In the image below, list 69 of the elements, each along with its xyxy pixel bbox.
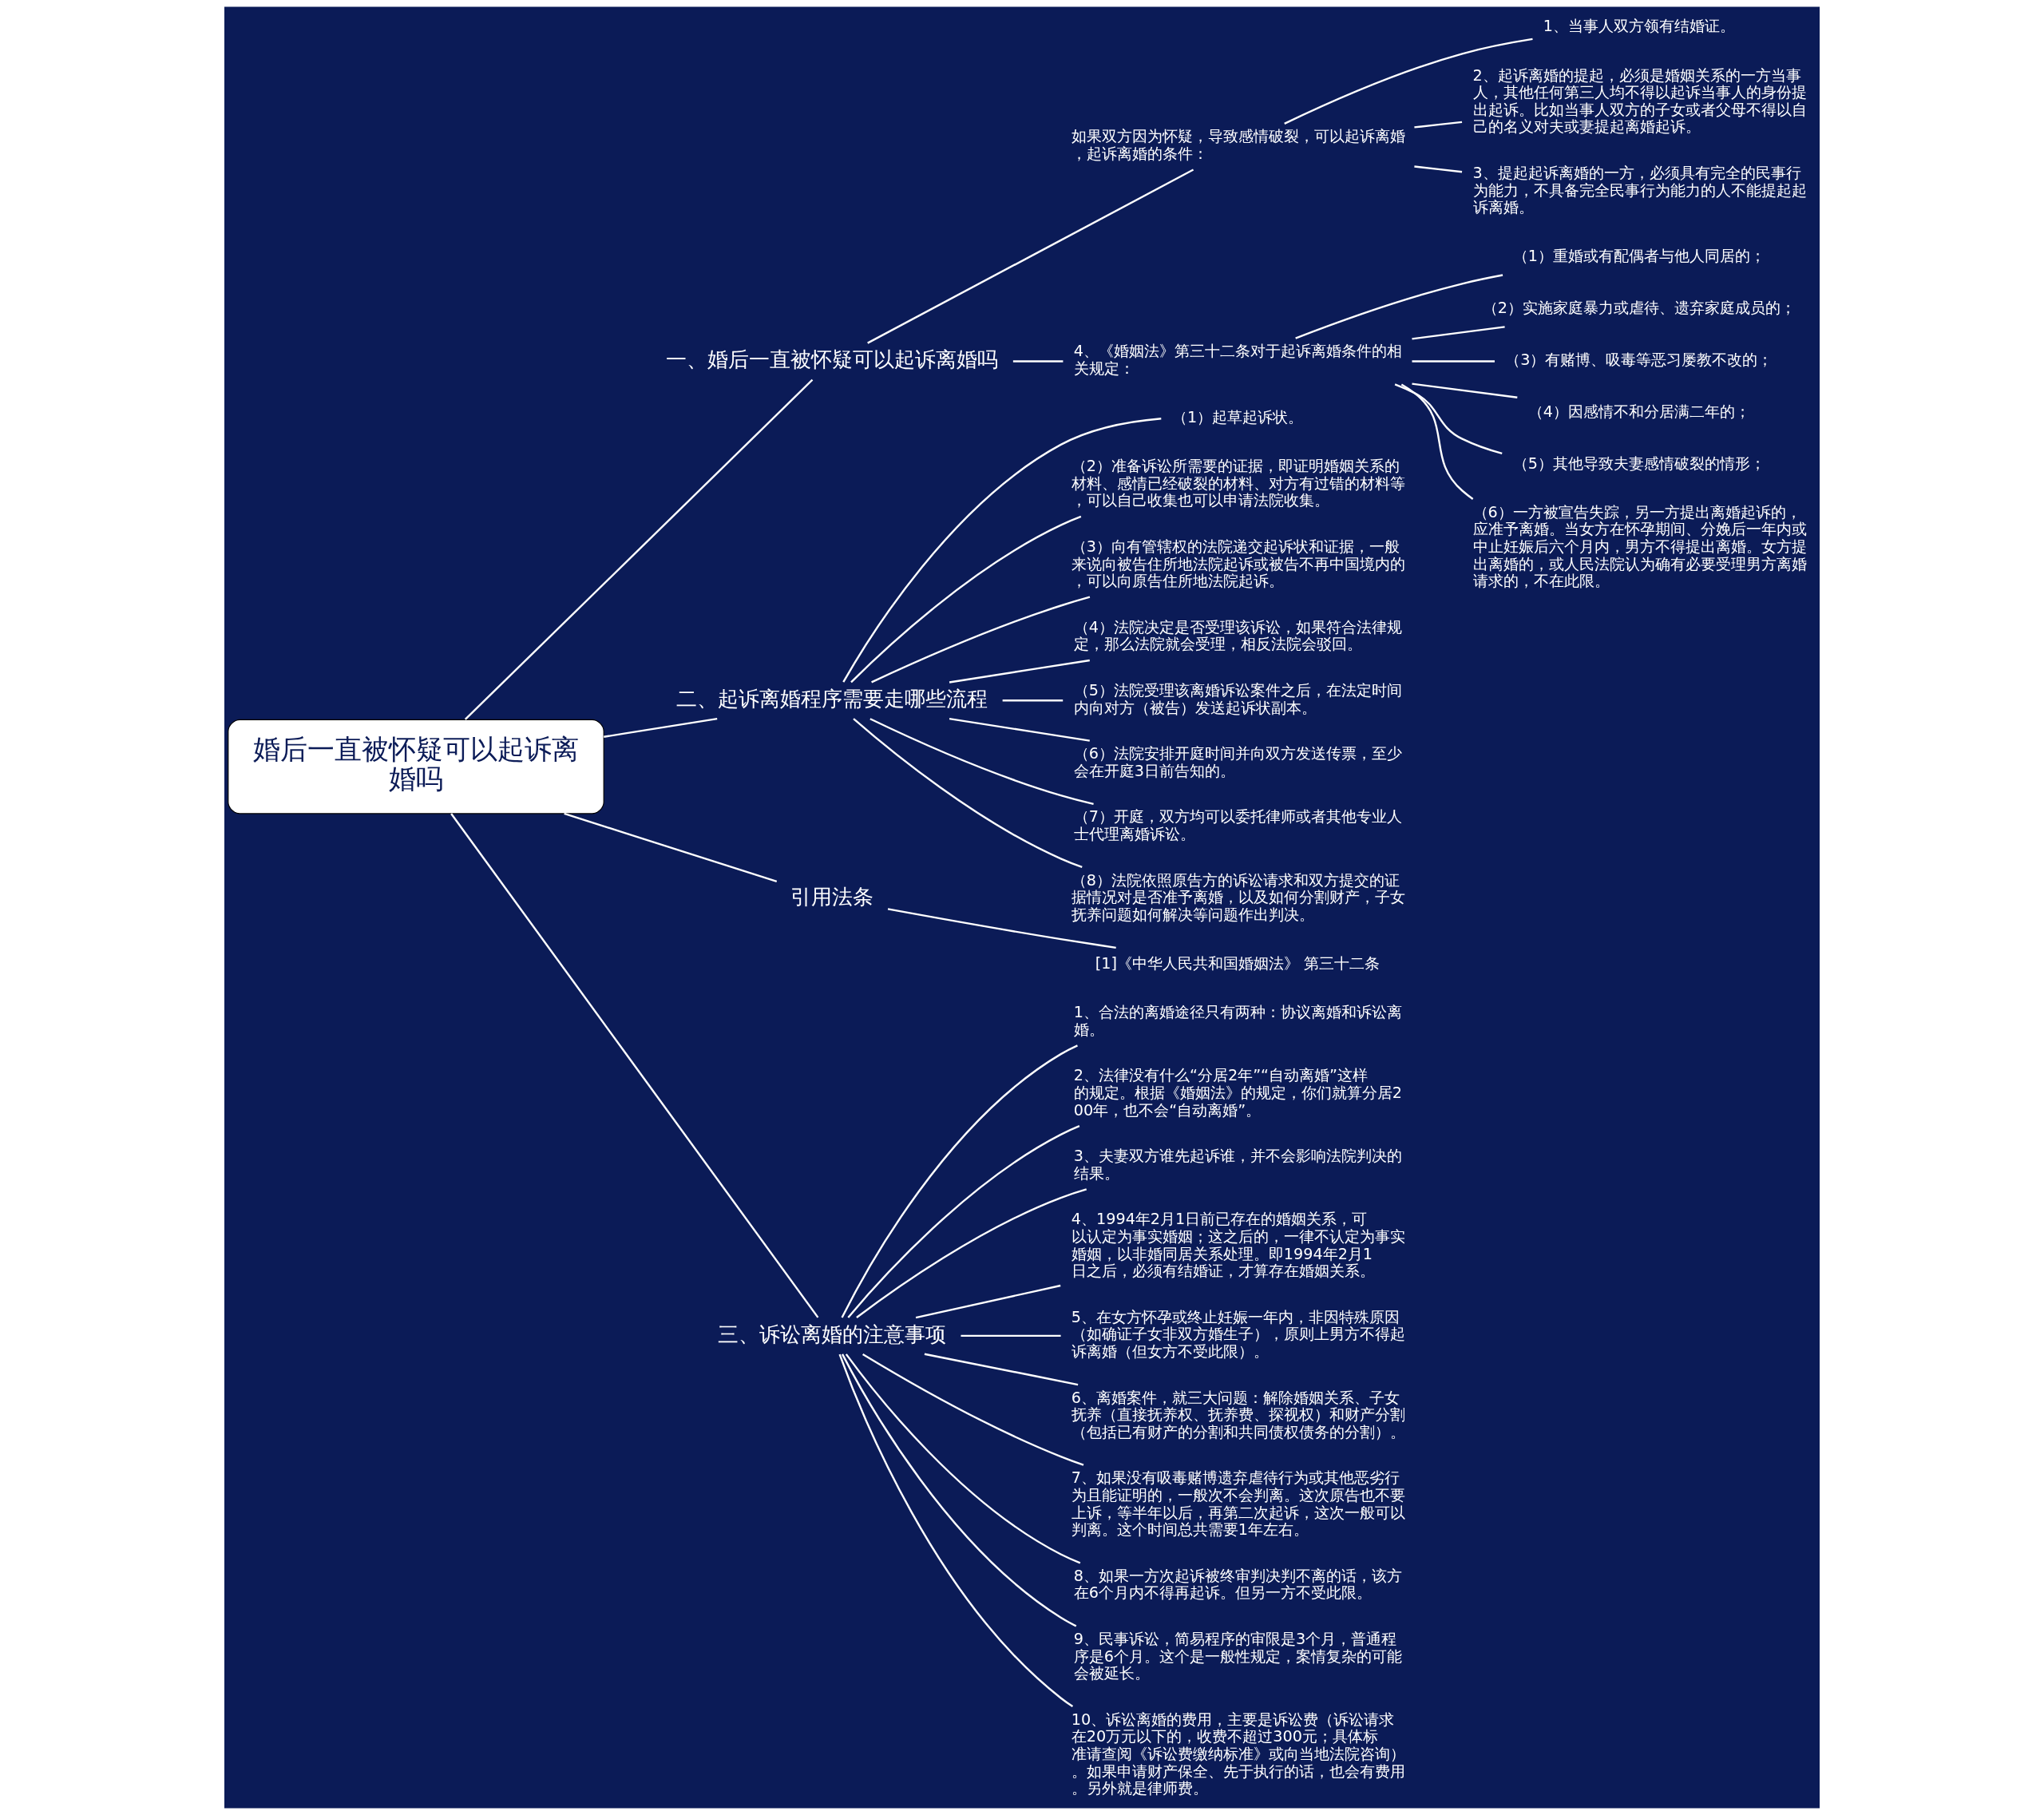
connector bbox=[1412, 326, 1505, 340]
connector bbox=[464, 378, 814, 720]
node-text: 2、起诉离婚的提起，必须是婚姻关系的一方当事人，其他任何第三人均不得以起诉当事人的身份提出起诉。比如当事人双方的子女或者父母不得以自己的名义对夫或妻提起离婚起诉。 bbox=[1472, 65, 1807, 137]
connector bbox=[845, 1353, 1081, 1564]
connector bbox=[1012, 360, 1064, 363]
connector bbox=[1412, 382, 1518, 398]
connector bbox=[842, 418, 1162, 683]
node-text: （3）向有管辖权的法院递交起诉状和证据，一般来说向被告住所地法院起诉或被告不再中国境内的，可以向原告住所地法院起诉。 bbox=[1071, 537, 1405, 591]
node-text: （4）因感情不和分居满二年的； bbox=[1527, 402, 1750, 421]
node-text: 7、如果没有吸毒赌博遗弃虐待行为或其他恶劣行为且能证明的，一般次不会判离。这次原告也不要上诉，等半年以后，再第二次起诉，这次一般可以判离。这个时间总共需要1年左右。 bbox=[1071, 1468, 1405, 1540]
connector bbox=[856, 1188, 1087, 1318]
node-text: 一、婚后一直被怀疑可以起诉离婚吗 bbox=[666, 347, 999, 372]
node-text: （6）法院安排开庭时间并向双方发送传票，至少会在开庭3日前告知的。 bbox=[1073, 744, 1403, 780]
node-text: 2、法律没有什么“分居2年”“自动离婚”这样的规定。根据《婚姻法》的规定，你们就算分居200年，也不会“自动离婚”。 bbox=[1073, 1066, 1403, 1120]
connector bbox=[450, 813, 819, 1318]
node-text: （8）法院依照原告方的诉讼请求和双方提交的证据情况对是否准予离婚，以及如何分割财产，子女抚养问题如何解决等问题作出判决。 bbox=[1071, 870, 1405, 924]
node-text: 3、夫妻双方谁先起诉谁，并不会影响法院判决的结果。 bbox=[1073, 1147, 1403, 1183]
connector bbox=[949, 659, 1090, 684]
connector bbox=[1400, 383, 1474, 500]
node-text: 4、1994年2月1日前已存在的婚姻关系，可以认定为事实婚姻；这之后的，一律不认定为事实婚姻，以非婚同居关系处理。即1994年2月1日之后，必须有结婚证，才算存在婚姻关系。 bbox=[1071, 1210, 1405, 1281]
connector bbox=[1284, 38, 1533, 125]
node-text: 引用法条 bbox=[790, 884, 874, 909]
node-text: （1）起草起诉状。 bbox=[1171, 408, 1304, 427]
node-text: 10、诉讼离婚的费用，主要是诉讼费（诉讼请求在20万元以下的，收费不超过300元；具体标准请查阅《诉讼费缴纳标准》或向当地法院咨询）。如果申请财产保全、先于执行的话，也会有费用。另外就是律师费。 bbox=[1071, 1710, 1405, 1798]
connector bbox=[841, 1353, 1077, 1627]
node-text: 3、提起起诉离婚的一方，必须具有完全的民事行为能力，不具备完全民事行为能力的人不能提起起诉离婚。 bbox=[1472, 164, 1807, 217]
node-text: （5）法院受理该离婚诉讼案件之后，在法定时间内向对方（被告）发送起诉状副本。 bbox=[1073, 681, 1403, 717]
connector bbox=[869, 718, 1094, 805]
connector bbox=[604, 717, 718, 738]
connector bbox=[867, 168, 1194, 344]
connector bbox=[847, 1125, 1080, 1318]
connector bbox=[841, 1044, 1078, 1318]
connector bbox=[924, 1353, 1079, 1386]
node-text: 1、合法的离婚途径只有两种：协议离婚和诉讼离婚。 bbox=[1073, 1003, 1403, 1039]
connector bbox=[862, 1353, 1084, 1466]
connector bbox=[871, 596, 1091, 684]
node-text: 8、如果一方次起诉被终审判决判不离的话，该方在6个月内不得再起诉。但另一方不受此限。 bbox=[1073, 1566, 1403, 1603]
node-text: [1]《中华人民共和国婚姻法》 第三十二条 bbox=[1095, 954, 1380, 973]
node-text: （1）重婚或有配偶者与他人同居的； bbox=[1512, 247, 1765, 266]
node-box: 婚后一直被怀疑可以起诉离婚吗 bbox=[228, 719, 604, 814]
connector bbox=[1414, 121, 1463, 129]
node-text: 1、当事人双方领有结婚证。 bbox=[1543, 17, 1735, 36]
node-text: 6、离婚案件，就三大问题：解除婚姻关系、子女抚养（直接抚养权、抚养费、探视权）和财产分割（包括已有财产的分割和共同债权债务的分割）。 bbox=[1071, 1388, 1405, 1441]
connector bbox=[564, 812, 778, 882]
connector bbox=[961, 1334, 1061, 1337]
connector bbox=[850, 515, 1082, 684]
node-text: 5、在女方怀孕或终止妊娠一年内，非因特殊原因（如确证子女非双方婚生子），原则上男方不得起诉离婚（但女方不受此限）。 bbox=[1071, 1307, 1405, 1361]
connector bbox=[1414, 165, 1463, 173]
connector bbox=[1394, 383, 1503, 455]
node-text: （7）开庭，双方均可以委托律师或者其他专业人士代理离婚诉讼。 bbox=[1073, 807, 1403, 844]
connector bbox=[838, 1353, 1074, 1708]
connector bbox=[949, 717, 1090, 742]
node-text: （2）实施家庭暴力或虐待、遗弃家庭成员的； bbox=[1482, 299, 1796, 318]
connector bbox=[887, 908, 1116, 949]
connector bbox=[1295, 274, 1503, 339]
node-text: 9、民事诉讼，简易程序的审限是3个月，普通程序是6个月。这个是一般性规定，案情复杂的可能会被延长。 bbox=[1073, 1630, 1403, 1683]
node-text: （2）准备诉讼所需要的证据，即证明婚姻关系的材料、感情已经破裂的材料、对方有过错的材料等，可以自己收集也可以申请法院收集。 bbox=[1071, 457, 1405, 510]
connector bbox=[1002, 699, 1064, 702]
node-text: （6）一方被宣告失踪，另一方提出离婚起诉的，应准予离婚。当女方在怀孕期间、分娩后一年内或中止妊娠后六个月内，男方不得提出离婚。女方提出离婚的，或人民法院认为确有必要受理男方离婚请求的，不在此限。 bbox=[1472, 502, 1807, 591]
connector bbox=[853, 718, 1083, 869]
node-text: （4）法院决定是否受理该诉讼，如果符合法律规定，那么法院就会受理，相反法院会驳回。 bbox=[1073, 617, 1403, 654]
node-text: 如果双方因为怀疑，导致感情破裂，可以起诉离婚，起诉离婚的条件： bbox=[1071, 127, 1405, 164]
node-text: 三、诉讼离婚的注意事项 bbox=[718, 1321, 947, 1346]
node-text: 二、起诉离婚程序需要走哪些流程 bbox=[676, 686, 988, 711]
node-text: （3）有赌博、吸毒等恶习屡教不改的； bbox=[1505, 351, 1773, 370]
connector bbox=[915, 1284, 1061, 1319]
node-text: （5）其他导致夫妻感情破裂的情形； bbox=[1512, 454, 1765, 473]
connector bbox=[1412, 360, 1495, 363]
node-text: 4、《婚姻法》第三十二条对于起诉离婚条件的相关规定： bbox=[1073, 342, 1403, 378]
